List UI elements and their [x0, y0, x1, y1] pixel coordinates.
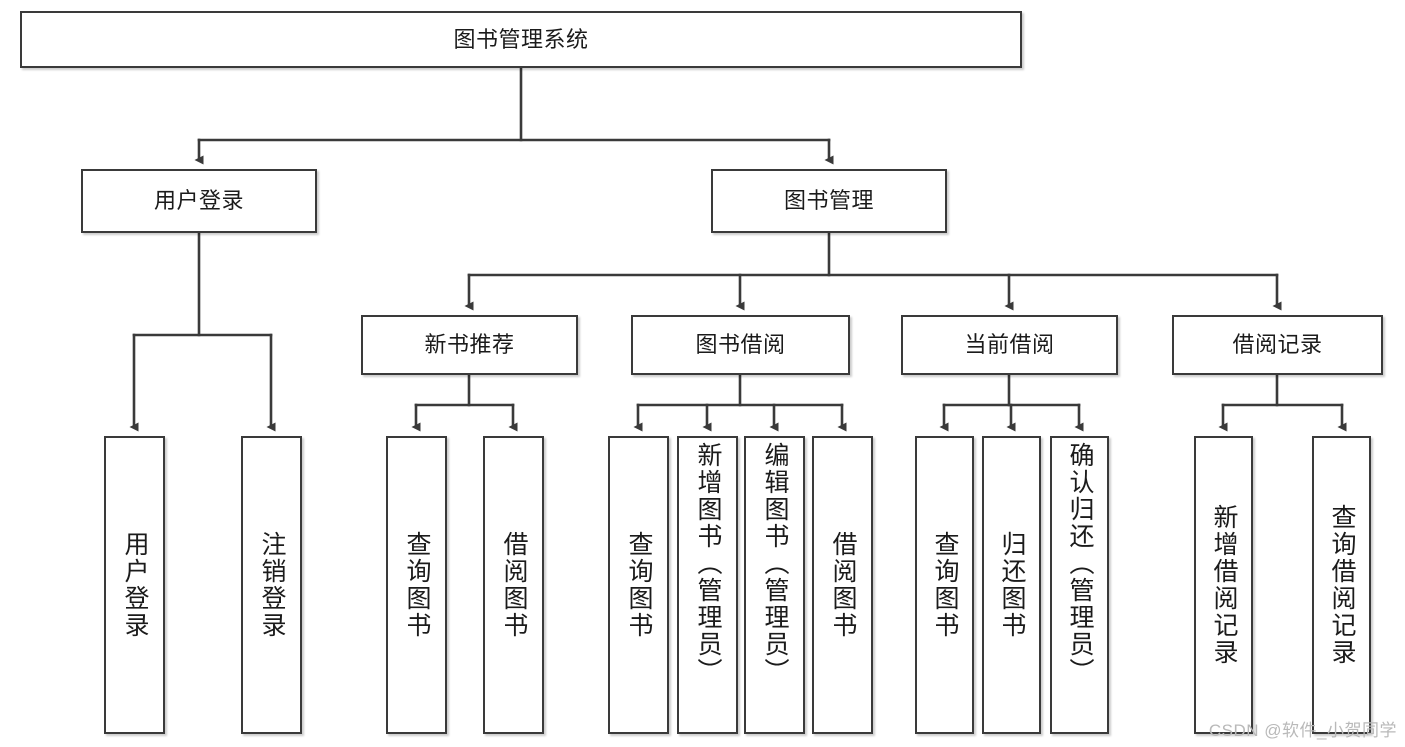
node-book-management[interactable]: 图书管理 [711, 169, 947, 233]
leaf-borrow-record-query-label: 查询借阅记录 [1328, 504, 1356, 666]
leaf-new-book-borrow-label: 借阅图书 [500, 531, 528, 639]
node-current-borrow-label: 当前借阅 [964, 332, 1055, 358]
node-borrow-record-label: 借阅记录 [1232, 332, 1323, 358]
leaf-borrow-record-query[interactable]: 查询借阅记录 [1312, 436, 1371, 734]
node-root[interactable]: 图书管理系统 [20, 11, 1022, 68]
leaf-new-book-query-label: 查询图书 [403, 531, 431, 639]
leaf-current-borrow-return[interactable]: 归还图书 [982, 436, 1041, 734]
leaf-book-borrow-add-label: 新增图书（管理员） [694, 442, 722, 685]
node-current-borrow[interactable]: 当前借阅 [901, 315, 1118, 375]
leaf-current-borrow-query[interactable]: 查询图书 [915, 436, 974, 734]
leaf-book-borrow-edit[interactable]: 编辑图书（管理员） [744, 436, 805, 734]
leaf-user-login-logout-label: 注销登录 [258, 531, 286, 639]
leaf-user-login-login-label: 用户登录 [121, 531, 149, 639]
leaf-book-borrow-edit-label: 编辑图书（管理员） [761, 442, 789, 685]
leaf-current-borrow-query-label: 查询图书 [931, 531, 959, 639]
leaf-book-borrow-add[interactable]: 新增图书（管理员） [677, 436, 738, 734]
node-book-borrow[interactable]: 图书借阅 [631, 315, 850, 375]
leaf-current-borrow-confirm-label: 确认归还（管理员） [1066, 442, 1094, 685]
leaf-borrow-record-add-label: 新增借阅记录 [1210, 504, 1238, 666]
node-user-login[interactable]: 用户登录 [81, 169, 317, 233]
leaf-current-borrow-confirm[interactable]: 确认归还（管理员） [1050, 436, 1109, 734]
leaf-current-borrow-return-label: 归还图书 [998, 531, 1026, 639]
leaf-book-borrow-borrow-label: 借阅图书 [829, 531, 857, 639]
node-book-management-label: 图书管理 [783, 188, 874, 214]
node-borrow-record[interactable]: 借阅记录 [1172, 315, 1383, 375]
leaf-new-book-borrow[interactable]: 借阅图书 [483, 436, 544, 734]
leaf-borrow-record-add[interactable]: 新增借阅记录 [1194, 436, 1253, 734]
node-new-book-recommend[interactable]: 新书推荐 [361, 315, 578, 375]
node-new-book-recommend-label: 新书推荐 [424, 332, 515, 358]
leaf-new-book-query[interactable]: 查询图书 [386, 436, 447, 734]
leaf-book-borrow-query-label: 查询图书 [625, 531, 653, 639]
leaf-book-borrow-borrow[interactable]: 借阅图书 [812, 436, 873, 734]
node-user-login-label: 用户登录 [153, 188, 244, 214]
leaf-book-borrow-query[interactable]: 查询图书 [608, 436, 669, 734]
leaf-user-login-login[interactable]: 用户登录 [104, 436, 165, 734]
leaf-user-login-logout[interactable]: 注销登录 [241, 436, 302, 734]
node-root-label: 图书管理系统 [453, 26, 589, 52]
node-book-borrow-label: 图书借阅 [695, 332, 786, 358]
